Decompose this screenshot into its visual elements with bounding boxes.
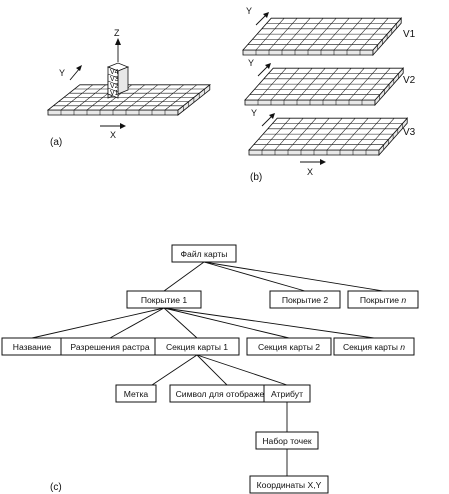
- node-map-section-n: Секция карты n: [333, 337, 415, 356]
- layer-v3-y-arrow: [261, 115, 273, 127]
- node-raster-resolution-label: Разрешения растра: [70, 342, 149, 352]
- panel-a-stack: V4 V3 V2 V1: [106, 62, 130, 99]
- node-map-file: Файл карты: [171, 244, 237, 263]
- node-coverage-n: Покрытие n: [347, 290, 419, 309]
- stack-label-v3: V3: [110, 76, 119, 83]
- x-axis-arrowhead: [120, 123, 126, 129]
- node-map-section-n-label: Секция карты n: [343, 342, 405, 352]
- node-label: Метка: [115, 384, 157, 403]
- y-axis-arrowhead: [76, 65, 82, 71]
- node-label-label: Метка: [124, 389, 149, 399]
- layer-v3-grid: [248, 117, 409, 157]
- layer-v2-y-arrow: [257, 65, 269, 77]
- y-axis-arrow: [69, 67, 81, 81]
- node-point-set-label: Набор точек: [262, 436, 312, 446]
- z-axis-label: Z: [114, 28, 120, 38]
- node-attribute: Атрибут: [263, 384, 311, 403]
- panel-b-x-label: X: [307, 167, 313, 177]
- panel-b: V1 V2 V3 Y Y Y X (b): [242, 6, 416, 183]
- stack-side-right: [117, 66, 129, 95]
- node-name-label: Название: [13, 342, 52, 352]
- panel-c-label: (c): [50, 482, 62, 493]
- panel-b-label: (b): [250, 172, 262, 183]
- x-axis-label: X: [110, 130, 116, 140]
- node-display-symbol-label: Символ для отображения: [176, 389, 279, 399]
- node-map-section-1: Секция карты 1: [154, 337, 240, 356]
- layer-v1-y-arrow: [255, 14, 267, 26]
- node-map-section-1-label: Секция карты 1: [166, 342, 228, 352]
- stack-label-v4: V4: [110, 69, 119, 76]
- node-map-section-2: Секция карты 2: [246, 337, 332, 356]
- panel-a-label: (a): [50, 137, 62, 148]
- node-coverage-2-label: Покрытие 2: [282, 295, 329, 305]
- node-point-set: Набор точек: [255, 431, 319, 450]
- node-attribute-label: Атрибут: [271, 389, 303, 399]
- layer-v2-y-label: Y: [248, 58, 254, 68]
- node-coverage-2: Покрытие 2: [269, 290, 341, 309]
- node-coordinates-label: Координаты X,Y: [257, 480, 322, 490]
- panel-a: V4 V3 V2 V1 Z Y X (a): [46, 28, 211, 148]
- stack-label-v2: V2: [110, 83, 119, 90]
- z-axis-arrowhead: [115, 38, 121, 45]
- y-axis-label: Y: [59, 68, 65, 78]
- node-raster-resolution: Разрешения растра: [60, 337, 160, 356]
- layer-name-v2: V2: [403, 75, 416, 86]
- node-coverage-1: Покрытие 1: [126, 290, 202, 309]
- stack-label-v1: V1: [110, 90, 119, 97]
- tree-edges: [31, 261, 384, 476]
- panel-c: Файл карты Покрытие 1 Покрытие 2 Покрыти…: [1, 244, 419, 494]
- layer-v1-y-label: Y: [246, 6, 252, 16]
- node-coordinates: Координаты X,Y: [249, 475, 329, 494]
- node-map-file-label: Файл карты: [181, 249, 228, 259]
- layer-name-v3: V3: [403, 127, 416, 138]
- layer-name-v1: V1: [403, 29, 416, 40]
- panel-a-grid: [46, 83, 211, 116]
- node-coverage-1-label: Покрытие 1: [141, 295, 188, 305]
- node-coverage-n-label: Покрытие n: [360, 295, 407, 305]
- layer-v2-grid: [244, 67, 405, 107]
- node-map-section-2-label: Секция карты 2: [258, 342, 320, 352]
- layer-v3-y-label: Y: [251, 108, 257, 118]
- node-name: Название: [1, 337, 63, 356]
- layer-v1-grid: [242, 17, 403, 57]
